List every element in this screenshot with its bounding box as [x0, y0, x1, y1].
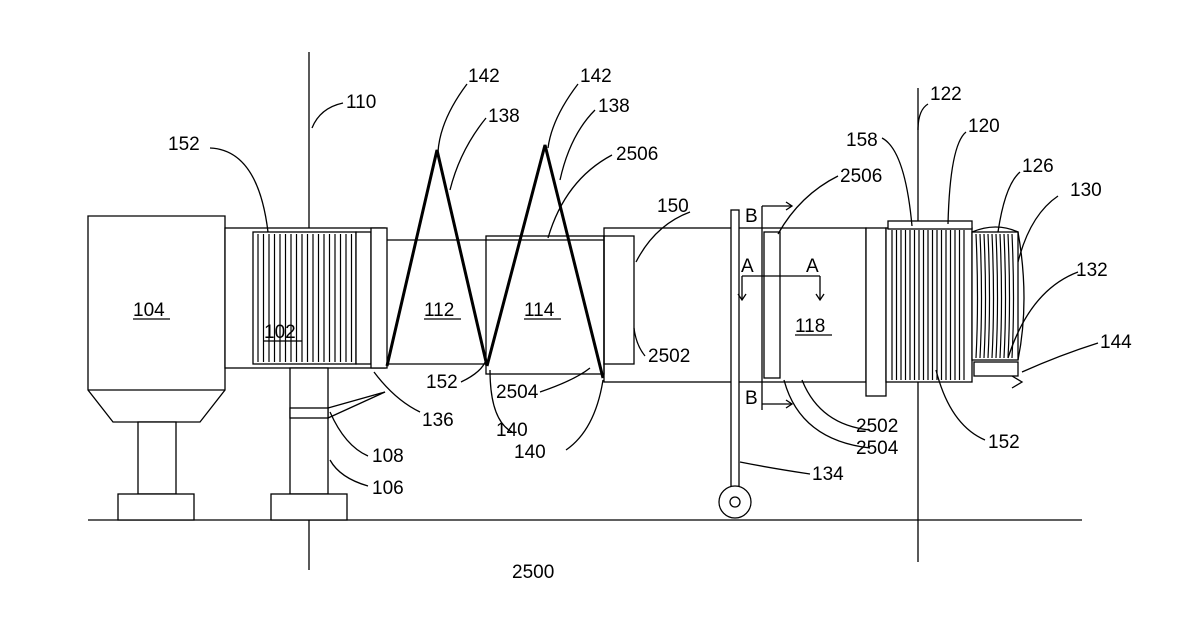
ref-134: 134: [812, 464, 844, 485]
ref-138-left: 138: [488, 106, 520, 127]
ref-106: 106: [372, 478, 404, 499]
ref-2502-right: 2502: [856, 416, 898, 437]
label-114: 114: [524, 300, 555, 321]
duct-112-114: [387, 228, 866, 382]
support-frames-138: [387, 145, 603, 378]
label-118: 118: [795, 316, 825, 337]
ref-140-upper: 140: [496, 420, 528, 441]
ref-126: 126: [1022, 156, 1054, 177]
ref-2506-right: 2506: [840, 166, 882, 187]
ref-144: 144: [1100, 332, 1132, 353]
ref-B-top: B: [745, 206, 758, 227]
ref-158: 158: [846, 130, 878, 151]
ref-152-left: 152: [168, 134, 200, 155]
component-104: [88, 216, 225, 520]
ref-2504-left: 2504: [496, 382, 539, 403]
ref-142-left: 142: [468, 66, 500, 87]
ref-136: 136: [422, 410, 454, 431]
ref-152-mid: 152: [426, 372, 458, 393]
label-104: 104: [133, 300, 165, 321]
ref-138-right: 138: [598, 96, 630, 117]
ref-142-right: 142: [580, 66, 612, 87]
label-102: 102: [264, 322, 296, 343]
ref-2504-right: 2504: [856, 438, 899, 459]
component-102: [225, 228, 387, 368]
ref-A-left: A: [741, 256, 754, 277]
ref-A-right: A: [806, 256, 819, 277]
ref-110: 110: [346, 92, 376, 113]
label-112: 112: [424, 300, 454, 321]
ref-140-lower: 140: [514, 442, 546, 463]
ref-122: 122: [930, 84, 962, 105]
section-markers: [738, 202, 824, 410]
component-120: [866, 221, 1024, 396]
ref-152-right: 152: [988, 432, 1020, 453]
flange-2502: [764, 232, 780, 378]
ref-2506-left: 2506: [616, 144, 658, 165]
ref-108: 108: [372, 446, 404, 467]
ref-120: 120: [968, 116, 1000, 137]
ref-B-bottom: B: [745, 388, 758, 409]
ref-150: 150: [657, 196, 689, 217]
support-106: [271, 368, 385, 520]
ref-130: 130: [1070, 180, 1102, 201]
ref-2502-left: 2502: [648, 346, 690, 367]
figure-caption: 2500: [512, 562, 554, 583]
ref-132: 132: [1076, 260, 1108, 281]
